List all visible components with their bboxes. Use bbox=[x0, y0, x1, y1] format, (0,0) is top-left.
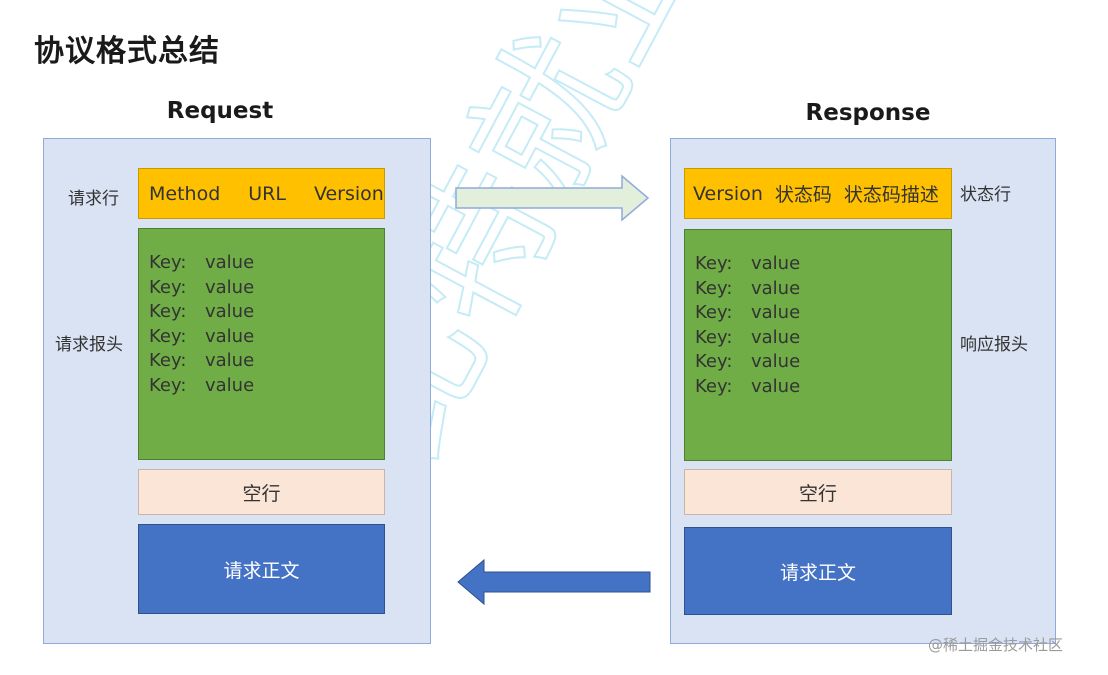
response-status-code: 状态码 bbox=[774, 184, 832, 206]
request-header-row: Key:value bbox=[149, 374, 255, 396]
response-headers-list: Key:value Key:value Key:value Key:value … bbox=[695, 252, 800, 400]
response-status-line: Version 状态码 状态码描述 bbox=[684, 168, 952, 219]
response-heading: Response bbox=[805, 100, 931, 126]
request-header-row: Key:value bbox=[149, 301, 255, 323]
right-arrow-icon bbox=[455, 174, 650, 222]
left-arrow-icon bbox=[457, 558, 651, 606]
request-blank-line: 空行 bbox=[138, 469, 385, 515]
response-body: 请求正文 bbox=[684, 527, 952, 615]
response-header-row: Key:value bbox=[695, 253, 801, 274]
request-headers-list: Key:value Key:value Key:value Key:value … bbox=[149, 251, 254, 399]
page-title: 协议格式总结 bbox=[34, 34, 220, 69]
response-header-row: Key:value bbox=[695, 302, 801, 324]
request-line: Method URL Version bbox=[138, 168, 385, 219]
response-version: Version bbox=[693, 182, 763, 205]
response-line-label: 状态行 bbox=[960, 185, 1011, 205]
response-blank-line: 空行 bbox=[684, 469, 952, 515]
request-header-row: Key:value bbox=[149, 325, 255, 347]
response-to-request-arrow bbox=[457, 558, 651, 606]
response-header-row: Key:value bbox=[695, 351, 801, 373]
response-headers-block: Key:value Key:value Key:value Key:value … bbox=[684, 229, 952, 461]
request-header-row: Key:value bbox=[149, 252, 255, 273]
request-url: URL bbox=[248, 182, 286, 205]
request-headers-block: Key:value Key:value Key:value Key:value … bbox=[138, 228, 385, 460]
response-status-text: 状态码描述 bbox=[843, 184, 939, 206]
request-line-label: 请求行 bbox=[68, 189, 119, 209]
response-header-row: Key:value bbox=[695, 326, 801, 348]
request-body: 请求正文 bbox=[138, 524, 385, 614]
request-header-row: Key:value bbox=[149, 276, 255, 298]
response-header-row: Key:value bbox=[695, 277, 801, 299]
corner-watermark: @稀土掘金技术社区 bbox=[928, 636, 1064, 654]
request-heading: Request bbox=[166, 98, 274, 124]
request-method: Method bbox=[149, 182, 221, 205]
request-headers-label: 请求报头 bbox=[55, 335, 123, 355]
request-header-row: Key:value bbox=[149, 350, 255, 372]
request-to-response-arrow bbox=[455, 174, 650, 222]
response-header-row: Key:value bbox=[695, 375, 801, 397]
response-headers-label: 响应报头 bbox=[960, 335, 1028, 355]
request-version: Version bbox=[313, 182, 384, 205]
